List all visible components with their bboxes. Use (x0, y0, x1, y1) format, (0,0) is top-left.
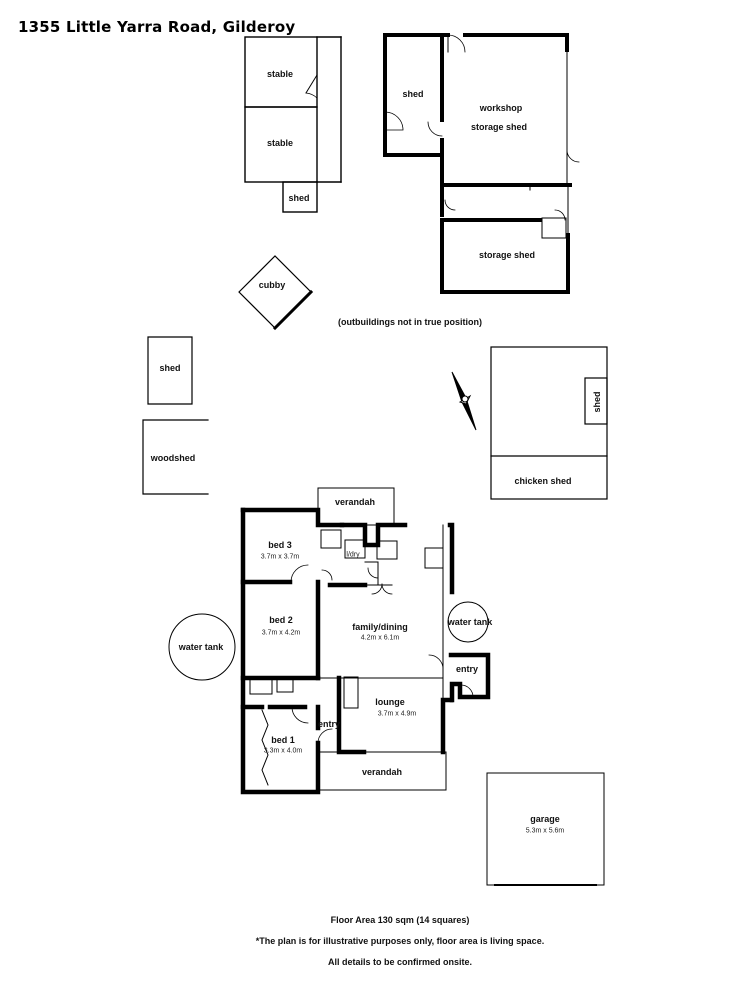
woodshed-label: woodshed (150, 453, 196, 463)
bed2-label: bed 2 (269, 615, 293, 625)
stables-outline (244, 36, 342, 213)
outbuildings-note: (outbuildings not in true position) (338, 317, 482, 327)
north-arrow (451, 371, 477, 431)
lounge-dimensions: 3.7m x 4.9m (377, 710, 417, 718)
family-dining-label: family/dining (352, 622, 408, 632)
garage-label: garage (530, 814, 560, 824)
stable-label-2: stable (266, 138, 294, 148)
bed1-dimensions: 3.3m x 4.0m (263, 747, 303, 755)
cubby-label: cubby (258, 280, 286, 290)
disclaimer-note: *The plan is for illustrative purposes o… (255, 936, 545, 946)
garage-dimensions: 5.3m x 5.6m (525, 827, 565, 835)
entry-label-left: entry (317, 719, 341, 729)
shed-label-small: shed (288, 193, 310, 203)
laundry-label: l/dry (346, 551, 360, 559)
workshop-label: workshop (479, 103, 523, 113)
bed2-dimensions: 3.7m x 4.2m (261, 629, 301, 637)
water-tank-label-left: water tank (178, 642, 224, 652)
stable-label-1: stable (266, 69, 294, 79)
left-sheds (142, 336, 209, 495)
shed-label-right: shed (592, 391, 602, 413)
bed1-label: bed 1 (271, 735, 295, 745)
shed-label-left: shed (159, 363, 181, 373)
storage-shed-label-1: storage shed (470, 122, 528, 132)
workshop-walls (383, 33, 572, 294)
storage-shed-label-2: storage shed (478, 250, 536, 260)
plan-title: 1355 Little Yarra Road, Gilderoy (18, 18, 296, 36)
chicken-shed-label: chicken shed (514, 476, 572, 486)
water-tank-label-right: water tank (447, 617, 493, 627)
family-dining-dimensions: 4.2m x 6.1m (360, 634, 400, 642)
entry-label-right: entry (455, 664, 479, 674)
workshop-thin-lines (384, 34, 580, 239)
house-thin-lines (168, 487, 605, 886)
cubby-outline (238, 255, 314, 331)
confirm-note: All details to be confirmed onsite. (327, 957, 473, 967)
verandah-label-bottom: verandah (361, 767, 403, 777)
bed3-label: bed 3 (268, 540, 292, 550)
bed3-dimensions: 3.7m x 3.7m (260, 553, 300, 561)
verandah-label-top: verandah (334, 497, 376, 507)
lounge-label: lounge (375, 697, 405, 707)
floor-area-note: Floor Area 130 sqm (14 squares) (330, 915, 470, 925)
shed-label-top: shed (402, 89, 424, 99)
chicken-shed-outline (490, 346, 608, 500)
